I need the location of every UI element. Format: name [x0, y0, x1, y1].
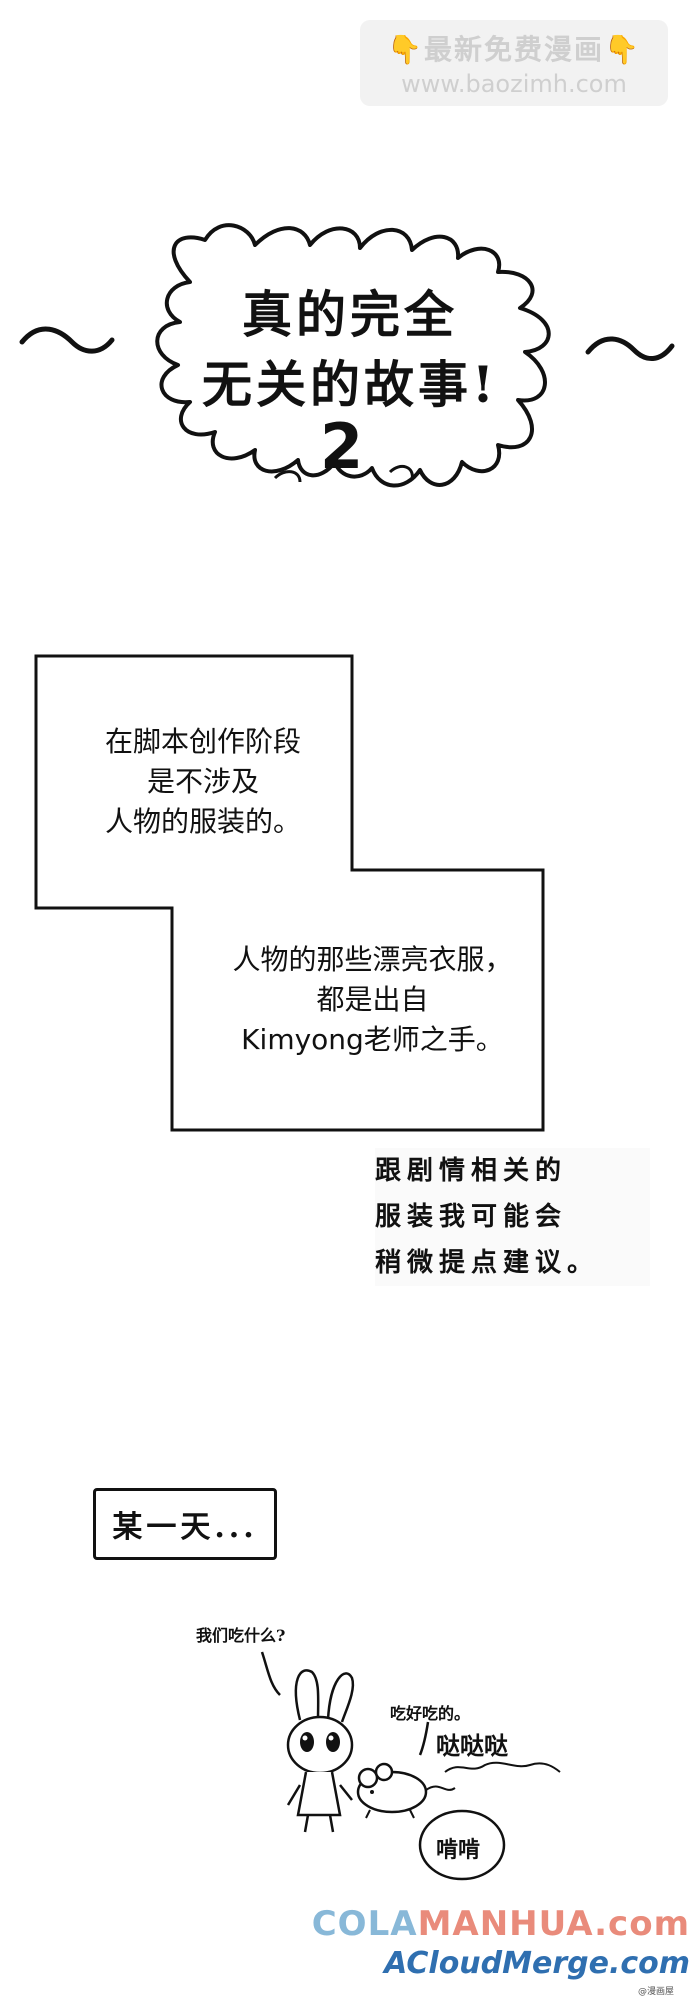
watermark-top-line1: 👇最新免费漫画👇: [387, 33, 641, 66]
pointing-down-icon: 👇: [604, 33, 641, 66]
note-line: 跟剧情相关的: [375, 1156, 568, 1186]
title-line2: 无关的故事!: [202, 355, 498, 414]
corner-tag: @漫画屋: [638, 1987, 675, 1997]
handwritten-note: 跟剧情相关的 服装我可能会 稍微提点建议。: [375, 1148, 650, 1286]
mouse-character: [356, 1762, 456, 1819]
watermark-bottom-line2: ACloudMerge.com: [384, 1946, 690, 1981]
watermark-bottom-line1: COLAMANHUA.com: [311, 1904, 690, 1944]
dialog-line: 都是出自: [316, 983, 429, 1016]
pointing-down-icon: 👇: [387, 33, 424, 66]
watermark-top-url: www.baozimh.com: [401, 70, 627, 98]
question-text: 我们吃什么?: [196, 1626, 286, 1645]
rabbit-character: [286, 1669, 355, 1833]
dialog-line: Kimyong老师之手。: [241, 1023, 504, 1056]
tilde-left: [19, 326, 115, 354]
watermark-top: 👇最新免费漫画👇 www.baozimh.com: [360, 20, 668, 106]
note-line: 服装我可能会: [375, 1202, 568, 1232]
title: 真的完全 无关的故事!: [170, 280, 530, 420]
answer-text: 吃好吃的。: [390, 1704, 471, 1723]
tilde-right: [585, 336, 675, 361]
dialog-box-step: [34, 654, 545, 1132]
title-line1: 真的完全: [242, 285, 458, 344]
dialog-text-1: 在脚本创作阶段 是不涉及 人物的服装的。: [68, 722, 338, 842]
dialog-text-2: 人物的那些漂亮衣服， 都是出自 Kimyong老师之手。: [195, 940, 550, 1060]
dialog-line: 在脚本创作阶段: [104, 725, 301, 758]
dialog-line: 人物的那些漂亮衣服，: [232, 943, 513, 976]
title-bubble: [155, 223, 551, 488]
munch-bubble: [418, 1809, 506, 1881]
caption-box: 某一天...: [93, 1488, 277, 1560]
dialog-line: 人物的服装的。: [104, 805, 301, 838]
note-line: 稍微提点建议。: [375, 1248, 600, 1278]
title-number: 2: [320, 410, 364, 483]
sound-text-1: 哒哒哒: [436, 1731, 508, 1760]
sound-text-2: 啃啃: [436, 1837, 481, 1863]
watermark-bottom: COLAMANHUA.com ACloudMerge.com: [290, 1904, 690, 1981]
dialog-line: 是不涉及: [146, 765, 259, 798]
